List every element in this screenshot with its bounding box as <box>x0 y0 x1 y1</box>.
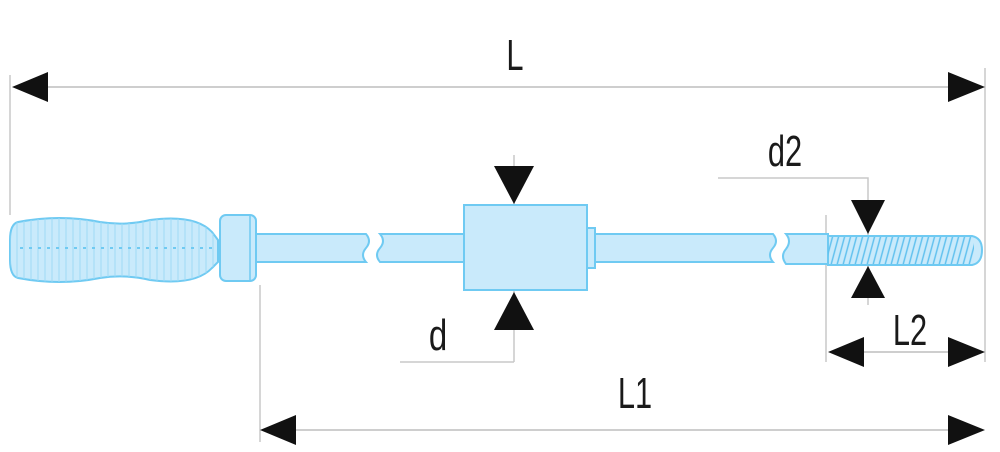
thread-texture <box>828 237 974 264</box>
arrow-right-icon <box>948 415 985 445</box>
dimension-d: d <box>429 166 534 360</box>
tool-part <box>9 204 984 291</box>
arrow-up-icon <box>494 292 534 330</box>
arrow-left-icon <box>260 415 296 445</box>
arrow-right-icon <box>948 337 985 367</box>
arrow-left-icon <box>12 72 48 102</box>
dimension-L: L <box>12 32 985 102</box>
arrow-up-icon <box>851 266 885 298</box>
arrow-down-icon <box>494 166 534 204</box>
label-L2: L2 <box>893 307 927 356</box>
arrow-down-icon <box>851 200 885 234</box>
shaft-3 <box>594 233 777 263</box>
arrow-left-icon <box>828 337 864 367</box>
shaft-2 <box>376 233 467 263</box>
label-L: L <box>506 32 523 81</box>
label-L1: L1 <box>618 370 652 419</box>
weight-collar <box>586 227 596 269</box>
label-d: d <box>429 312 447 361</box>
slide-weight <box>463 204 588 291</box>
shaft-1 <box>255 233 370 263</box>
arrow-right-icon <box>948 72 985 102</box>
dimension-d2: d2 <box>768 128 885 298</box>
shaft-4 <box>782 233 829 265</box>
label-d2: d2 <box>768 128 802 177</box>
handle-ribs <box>10 218 218 282</box>
dimension-L1: L1 <box>260 370 985 445</box>
dimension-L2: L2 <box>828 307 985 367</box>
